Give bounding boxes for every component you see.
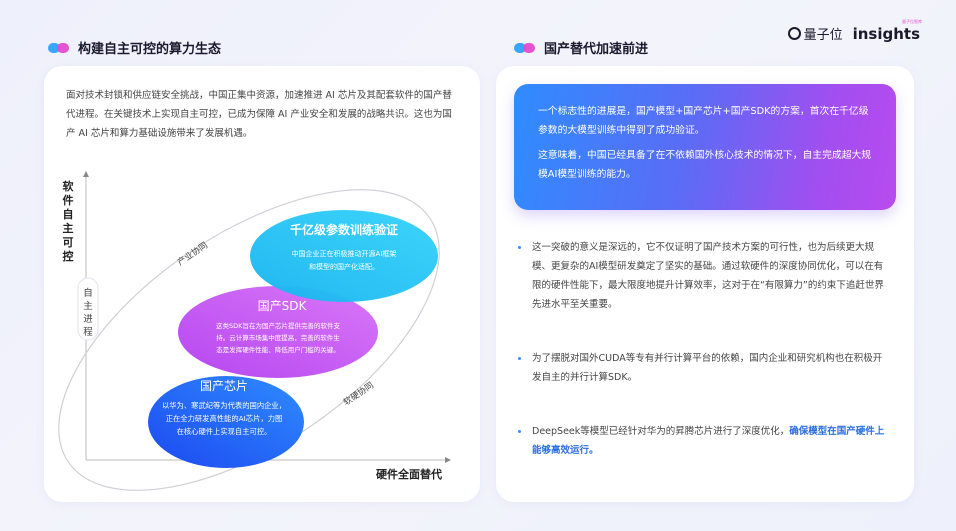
bubble-chip-desc-2: 正在全力研发高性能的AI芯片，力图 — [166, 414, 283, 423]
bubble-chip — [148, 376, 304, 468]
outer-ellipse — [58, 189, 440, 491]
left-title-text: 构建自主可控的算力生态 — [78, 42, 222, 57]
bubble-chip-desc-1: 以华为、寒武纪等为代表的国内企业， — [162, 401, 286, 410]
side-label-pill — [77, 277, 99, 341]
bubble-chip-desc-3: 在核心硬件上实现自主可控。 — [177, 427, 272, 436]
left-section-title: 构建自主可控的算力生态 — [48, 38, 221, 57]
ecosystem-diagram: 软件自主可控 硬件全面替代 自主进程 产业协同 软硬协同 千亿级参数训练验证 中… — [58, 171, 451, 491]
side-label: 自主进程 — [83, 287, 93, 338]
left-intro-text: 面对技术封锁和供应链安全挑战，中国正集中资源，加速推进 AI 芯片及其配套软件的… — [66, 90, 452, 139]
bullet-3-text: DeepSeek等模型已经针对华为的昇腾芯片进行了深度优化， — [532, 426, 790, 437]
bubble-training-title: 千亿级参数训练验证 — [290, 222, 398, 237]
bubble-training-desc-2: 和模型的国产化适配。 — [309, 262, 379, 271]
bubble-sdk-desc-2: 持。云计算市场集中度提高，完善的软件生 — [216, 333, 340, 342]
bubble-sdk-title: 国产SDK — [258, 299, 308, 313]
bullet-item-3: DeepSeek等模型已经针对华为的昇腾芯片进行了深度优化，确保模型在国产硬件上… — [518, 422, 888, 460]
bullet-3-highlight: 确保模型在国产硬件上能够高效运行。 — [532, 426, 885, 456]
bubble-chip-title: 国产芯片 — [200, 379, 248, 393]
qbitai-logo: 量子位 — [787, 24, 843, 43]
circle-logo-icon — [787, 27, 801, 40]
bullet-item-2: 为了摆脱对国外CUDA等专有并行计算平台的依赖，国内企业和研究机构也在积极开发自… — [518, 349, 888, 387]
bubble-training-desc-1: 中国企业正在积极推动开源AI框架 — [292, 249, 397, 258]
right-section-title: 国产替代加速前进 — [514, 38, 648, 57]
highlight-paragraph-2: 这意味着，中国已经具备了在不依赖国外核心技术的情况下，自主完成超大规模AI模型训… — [538, 150, 872, 180]
bullet-item-1: 这一突破的意义是深远的，它不仅证明了国产技术方案的可行性，也为后续更大规模、更复… — [518, 238, 888, 314]
bubble-sdk — [178, 286, 378, 378]
x-axis-label: 硬件全面替代 — [376, 467, 442, 481]
title-dots-icon — [514, 42, 536, 53]
bubble-sdk-desc-3: 态是发挥硬件性能、降低用户门槛的关键。 — [216, 345, 340, 354]
y-axis-label-1: 软件自主可控 — [63, 179, 75, 263]
arc-label-bottom: 软硬协同 — [341, 380, 375, 408]
highlight-box: 一个标志性的进展是，国产模型+国产芯片+国产SDK的方案，首次在千亿级参数的大模… — [514, 84, 896, 210]
right-title-text: 国产替代加速前进 — [544, 42, 649, 57]
highlight-paragraph-1: 一个标志性的进展是，国产模型+国产芯片+国产SDK的方案，首次在千亿级参数的大模… — [538, 106, 869, 136]
title-dots-icon — [48, 42, 70, 53]
bubble-training — [250, 210, 438, 302]
arc-label-top: 产业协同 — [175, 240, 209, 268]
bubble-sdk-desc-1: 这类SDK旨在为国产芯片提供完善的软件支 — [216, 321, 340, 330]
